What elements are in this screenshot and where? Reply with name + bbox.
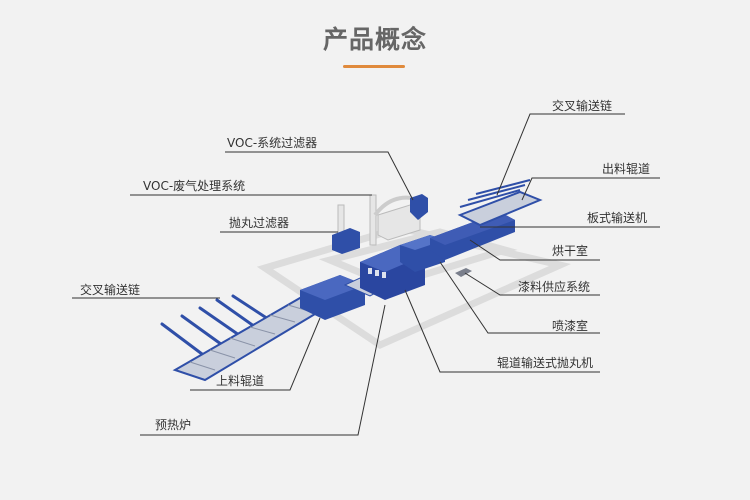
voc-treatment-ducts xyxy=(337,194,421,251)
blast-filter-unit xyxy=(332,228,360,254)
label-spray-booth: 喷漆室 xyxy=(552,319,589,333)
outfeed-cross-chain-conveyor xyxy=(459,179,531,208)
label-slat-conveyor: 板式输送机 xyxy=(587,211,648,225)
label-paint-supply: 漆料供应系统 xyxy=(518,280,591,294)
label-outfeed-cross-chain: 交叉输送链 xyxy=(552,99,613,113)
outfeed-roller-table xyxy=(457,190,543,227)
label-infeed-cross-chain: 交叉输送链 xyxy=(80,283,141,297)
paint-supply-unit xyxy=(455,268,472,277)
label-outfeed-roller: 出料辊道 xyxy=(602,162,651,176)
leader-lines xyxy=(72,113,660,436)
label-drying-room: 烘干室 xyxy=(552,244,589,258)
label-voc-treatment: VOC-废气处理系统 xyxy=(143,179,246,193)
label-blast-filter: 抛丸过滤器 xyxy=(229,216,290,230)
voc-system-filter-unit xyxy=(410,194,428,220)
label-voc-filter: VOC-系统过滤器 xyxy=(227,136,318,150)
label-shot-blast: 辊道输送式抛丸机 xyxy=(497,356,594,370)
page-title: 产品概念 xyxy=(322,25,427,54)
label-preheat-oven: 预热炉 xyxy=(155,418,192,432)
title-underline xyxy=(343,65,405,68)
label-infeed-roller: 上料辊道 xyxy=(216,374,265,388)
